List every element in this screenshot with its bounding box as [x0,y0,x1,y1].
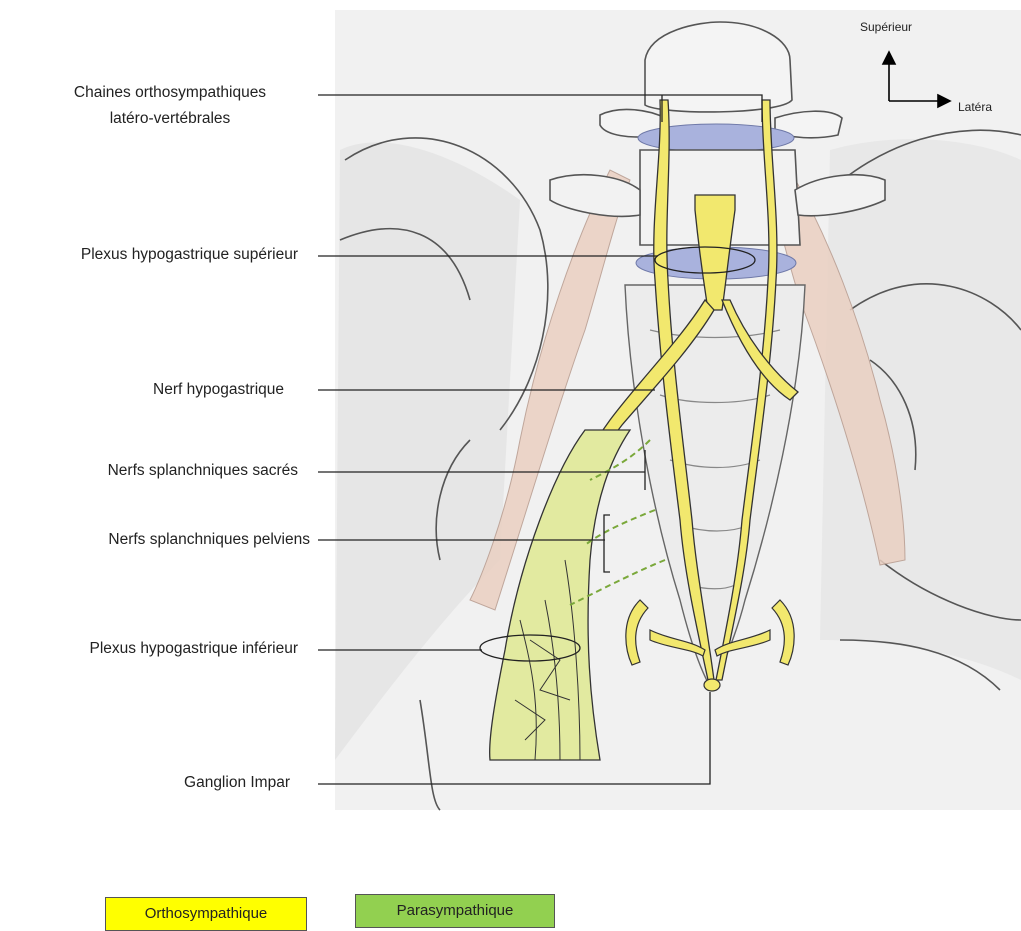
label-nerfs-sacres: Nerfs splanchniques sacrés [0,458,298,484]
ganglion-impar [704,679,720,691]
label-nerf-hypo: Nerf hypogastrique [0,377,284,403]
legend-ortho: Orthosympathique [105,897,307,931]
label-plexus-sup: Plexus hypogastrique supérieur [0,242,298,268]
label-chaines-line2: latéro-vertébrales [25,106,315,132]
label-plexus-inf: Plexus hypogastrique inférieur [0,636,298,662]
label-ganglion: Ganglion Impar [0,770,290,796]
orientation-superior-label: Supérieur [860,20,912,34]
legend-para: Parasympathique [355,894,555,928]
label-chaines: Chaines orthosympathiques latéro-vertébr… [25,80,315,132]
orientation-lateral-label: Latéra [958,100,992,114]
label-nerfs-pelviens: Nerfs splanchniques pelviens [0,527,310,553]
label-chaines-line1: Chaines orthosympathiques [25,80,315,106]
